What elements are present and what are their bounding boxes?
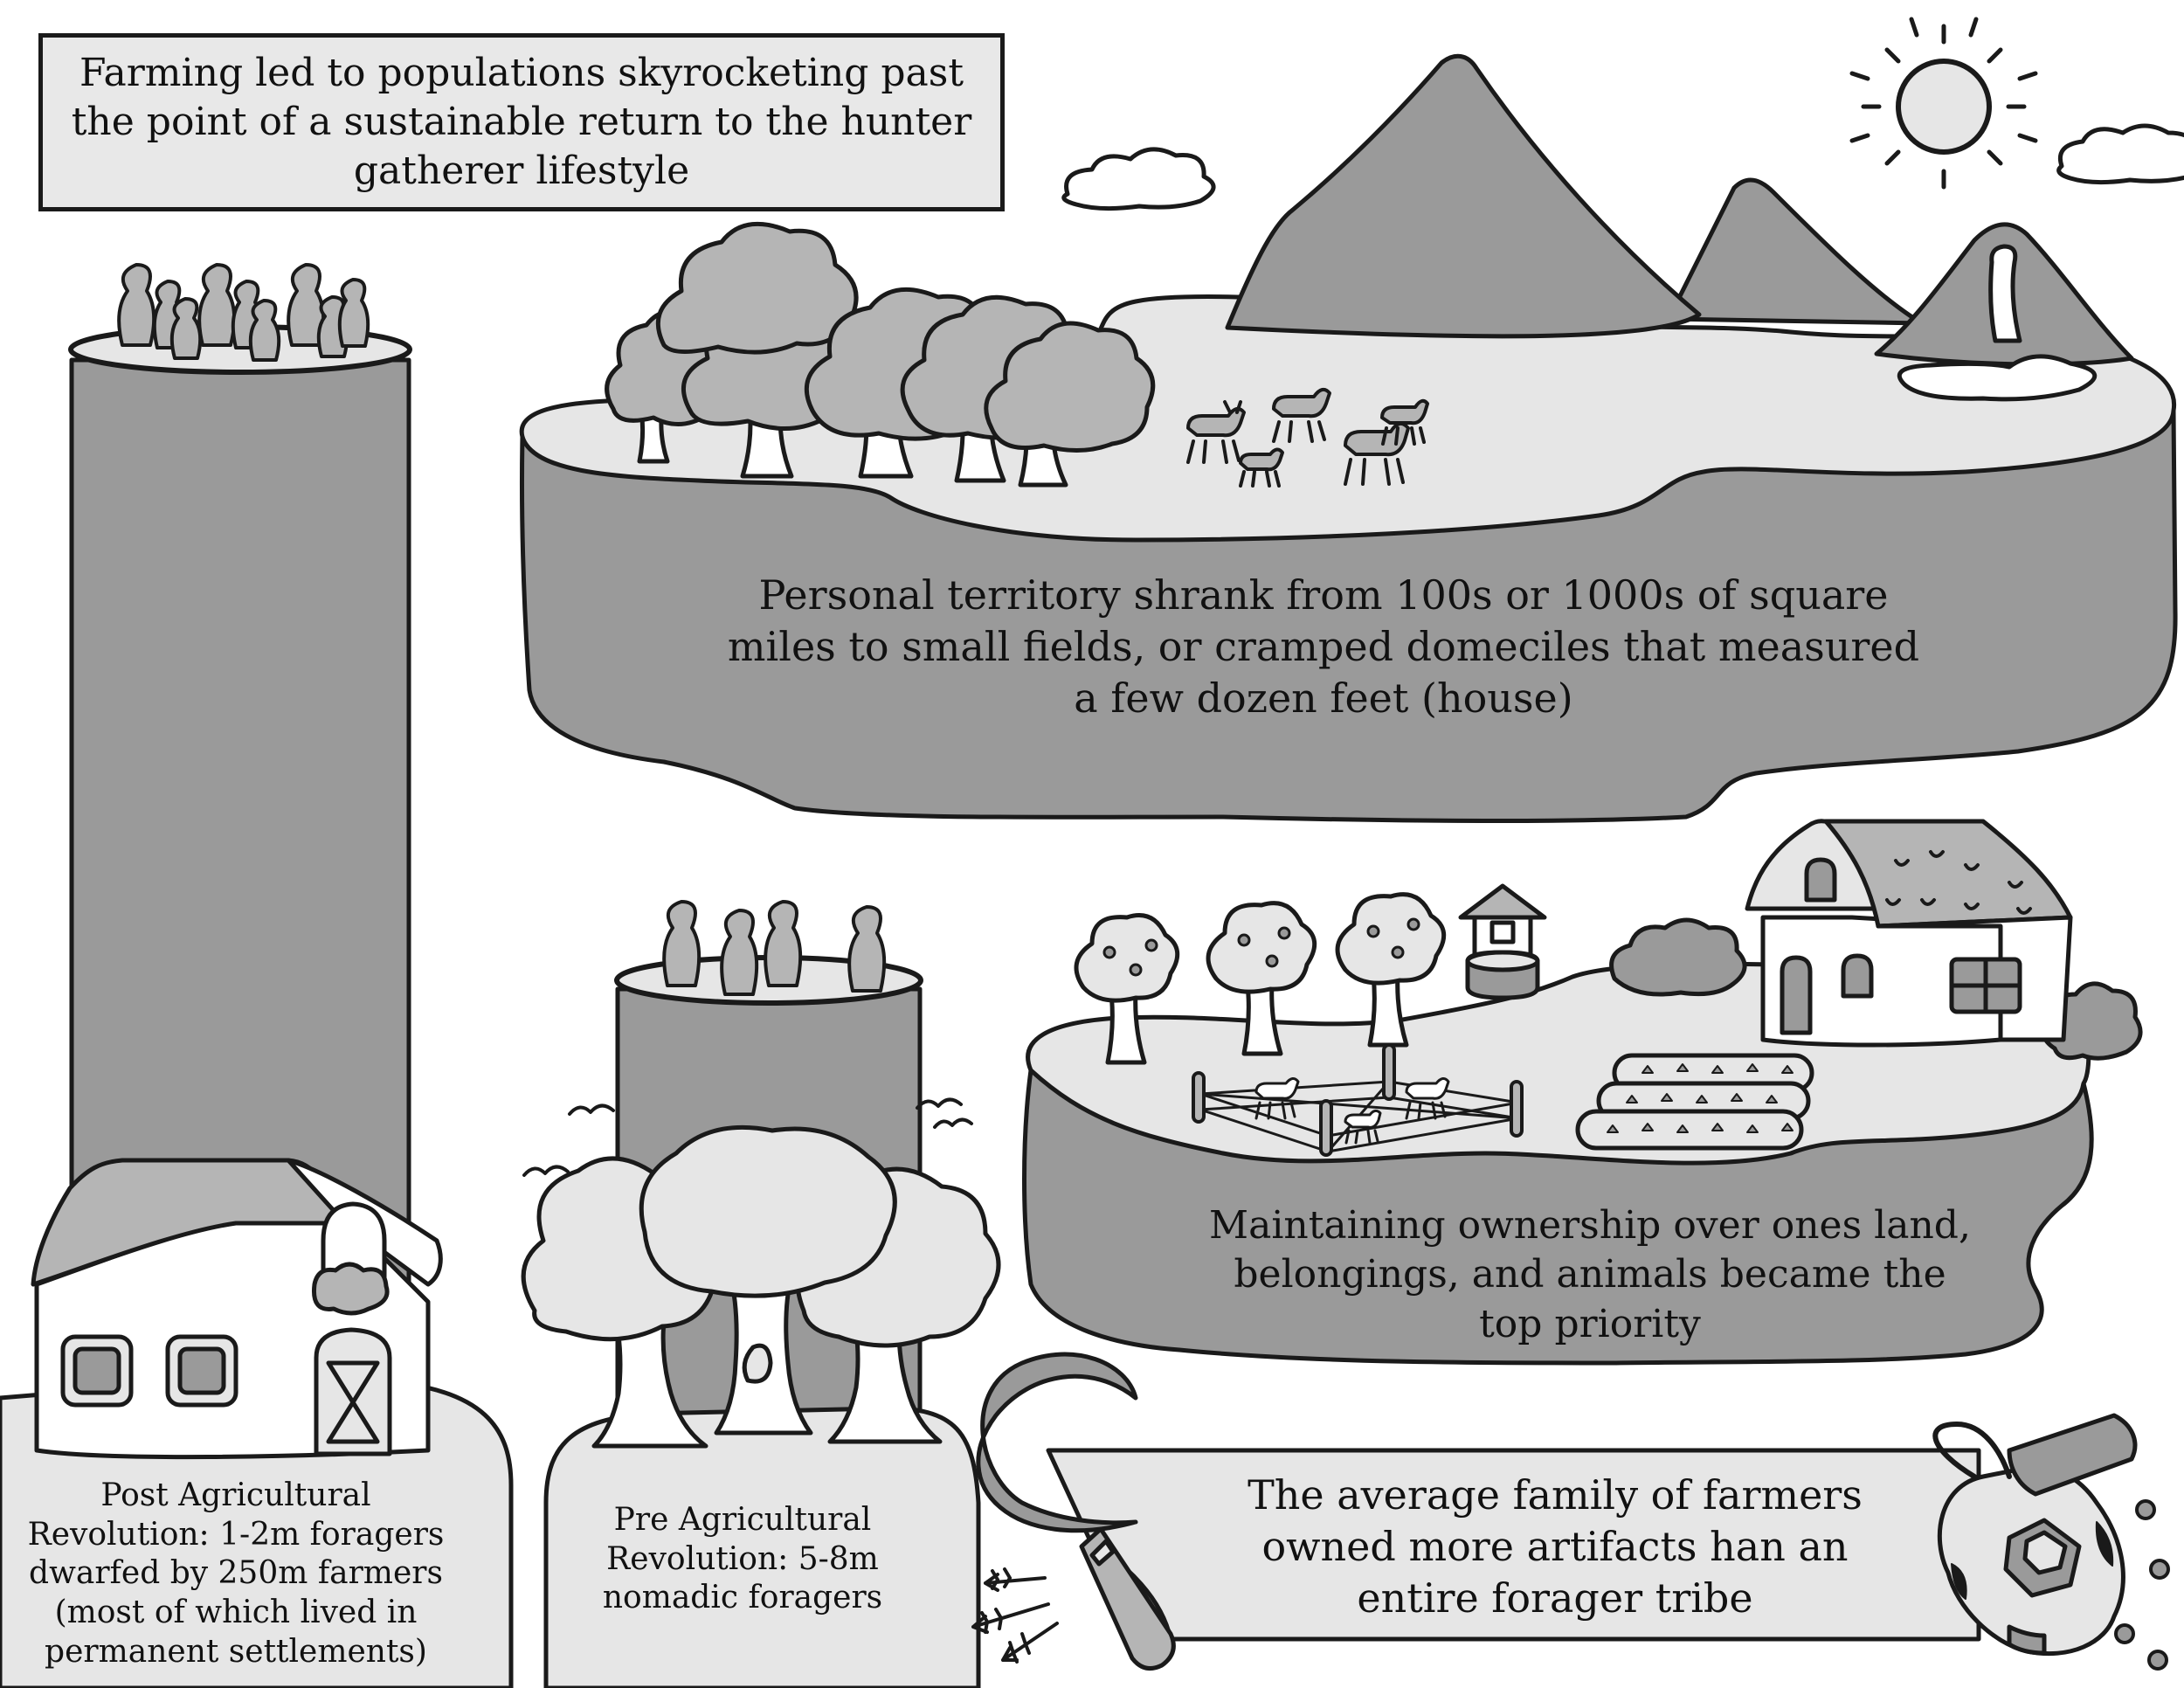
tree-icon — [1206, 901, 1317, 1056]
bird-icon — [568, 1103, 615, 1116]
bead-icon — [2147, 1650, 2168, 1671]
territory-island — [519, 294, 2178, 824]
tree-icon — [984, 321, 1156, 488]
house-icon — [1745, 819, 2073, 1048]
bird-icon — [933, 1117, 973, 1129]
fence-post — [1382, 1043, 1396, 1101]
cloud-icon — [1061, 147, 1216, 211]
bush-icon — [1609, 917, 1747, 997]
bird-icon — [522, 1165, 570, 1177]
jug-icon — [1932, 1413, 2138, 1657]
volcano-icon — [1874, 222, 2134, 402]
person-icon — [248, 299, 281, 362]
pre-agricultural-caption: Pre Agricultural Revolution: 5-8m nomadi… — [602, 1502, 883, 1616]
person-icon — [117, 263, 156, 347]
bead-icon — [2135, 1499, 2156, 1520]
well-icon — [1458, 883, 1547, 1000]
fence-post — [1510, 1080, 1524, 1138]
ownership-caption: Maintaining ownership over ones land, be… — [1209, 1203, 1971, 1346]
person-icon — [337, 278, 370, 348]
arrow-icon — [1001, 1622, 1059, 1664]
goat-icon — [1254, 1077, 1300, 1120]
person-icon — [197, 263, 237, 347]
title-box: Farming led to populations skyrocketing … — [38, 33, 1005, 211]
goat-icon — [1405, 1077, 1450, 1120]
person-icon — [847, 905, 887, 993]
sun-icon — [1849, 17, 2038, 190]
sickle-icon — [976, 1352, 1176, 1671]
arrow-icon — [971, 1602, 1050, 1634]
territory-caption: Personal territory shrank from 100s or 1… — [727, 571, 1920, 722]
arrow-icon — [984, 1567, 1047, 1592]
tree-icon — [1335, 892, 1447, 1048]
bead-icon — [2149, 1559, 2170, 1580]
barn-icon — [31, 1158, 443, 1460]
person-icon — [764, 900, 803, 987]
goat-icon — [1380, 398, 1429, 446]
tree-icon — [1074, 913, 1180, 1065]
artifacts-caption: The average family of farmers owned more… — [1248, 1471, 1863, 1622]
bird-icon — [916, 1097, 963, 1110]
person-icon — [169, 297, 203, 360]
cloud-icon — [2056, 123, 2184, 185]
goat-icon — [1272, 387, 1331, 443]
fence-post — [1319, 1099, 1333, 1157]
goat-icon — [1186, 400, 1246, 464]
mountain-icon — [1225, 53, 1925, 339]
tree-icon — [521, 1124, 1001, 1449]
crop-row-icon — [1575, 1053, 1814, 1151]
person-icon — [720, 909, 759, 996]
person-icon — [662, 900, 702, 987]
fence-post — [1192, 1071, 1206, 1124]
post-agricultural-caption: Post Agricultural Revolution: 1-2m forag… — [27, 1477, 445, 1670]
bead-icon — [2114, 1623, 2135, 1644]
goat-icon — [1344, 1109, 1382, 1145]
tree-icon — [655, 221, 859, 355]
goat-icon — [1239, 447, 1284, 488]
